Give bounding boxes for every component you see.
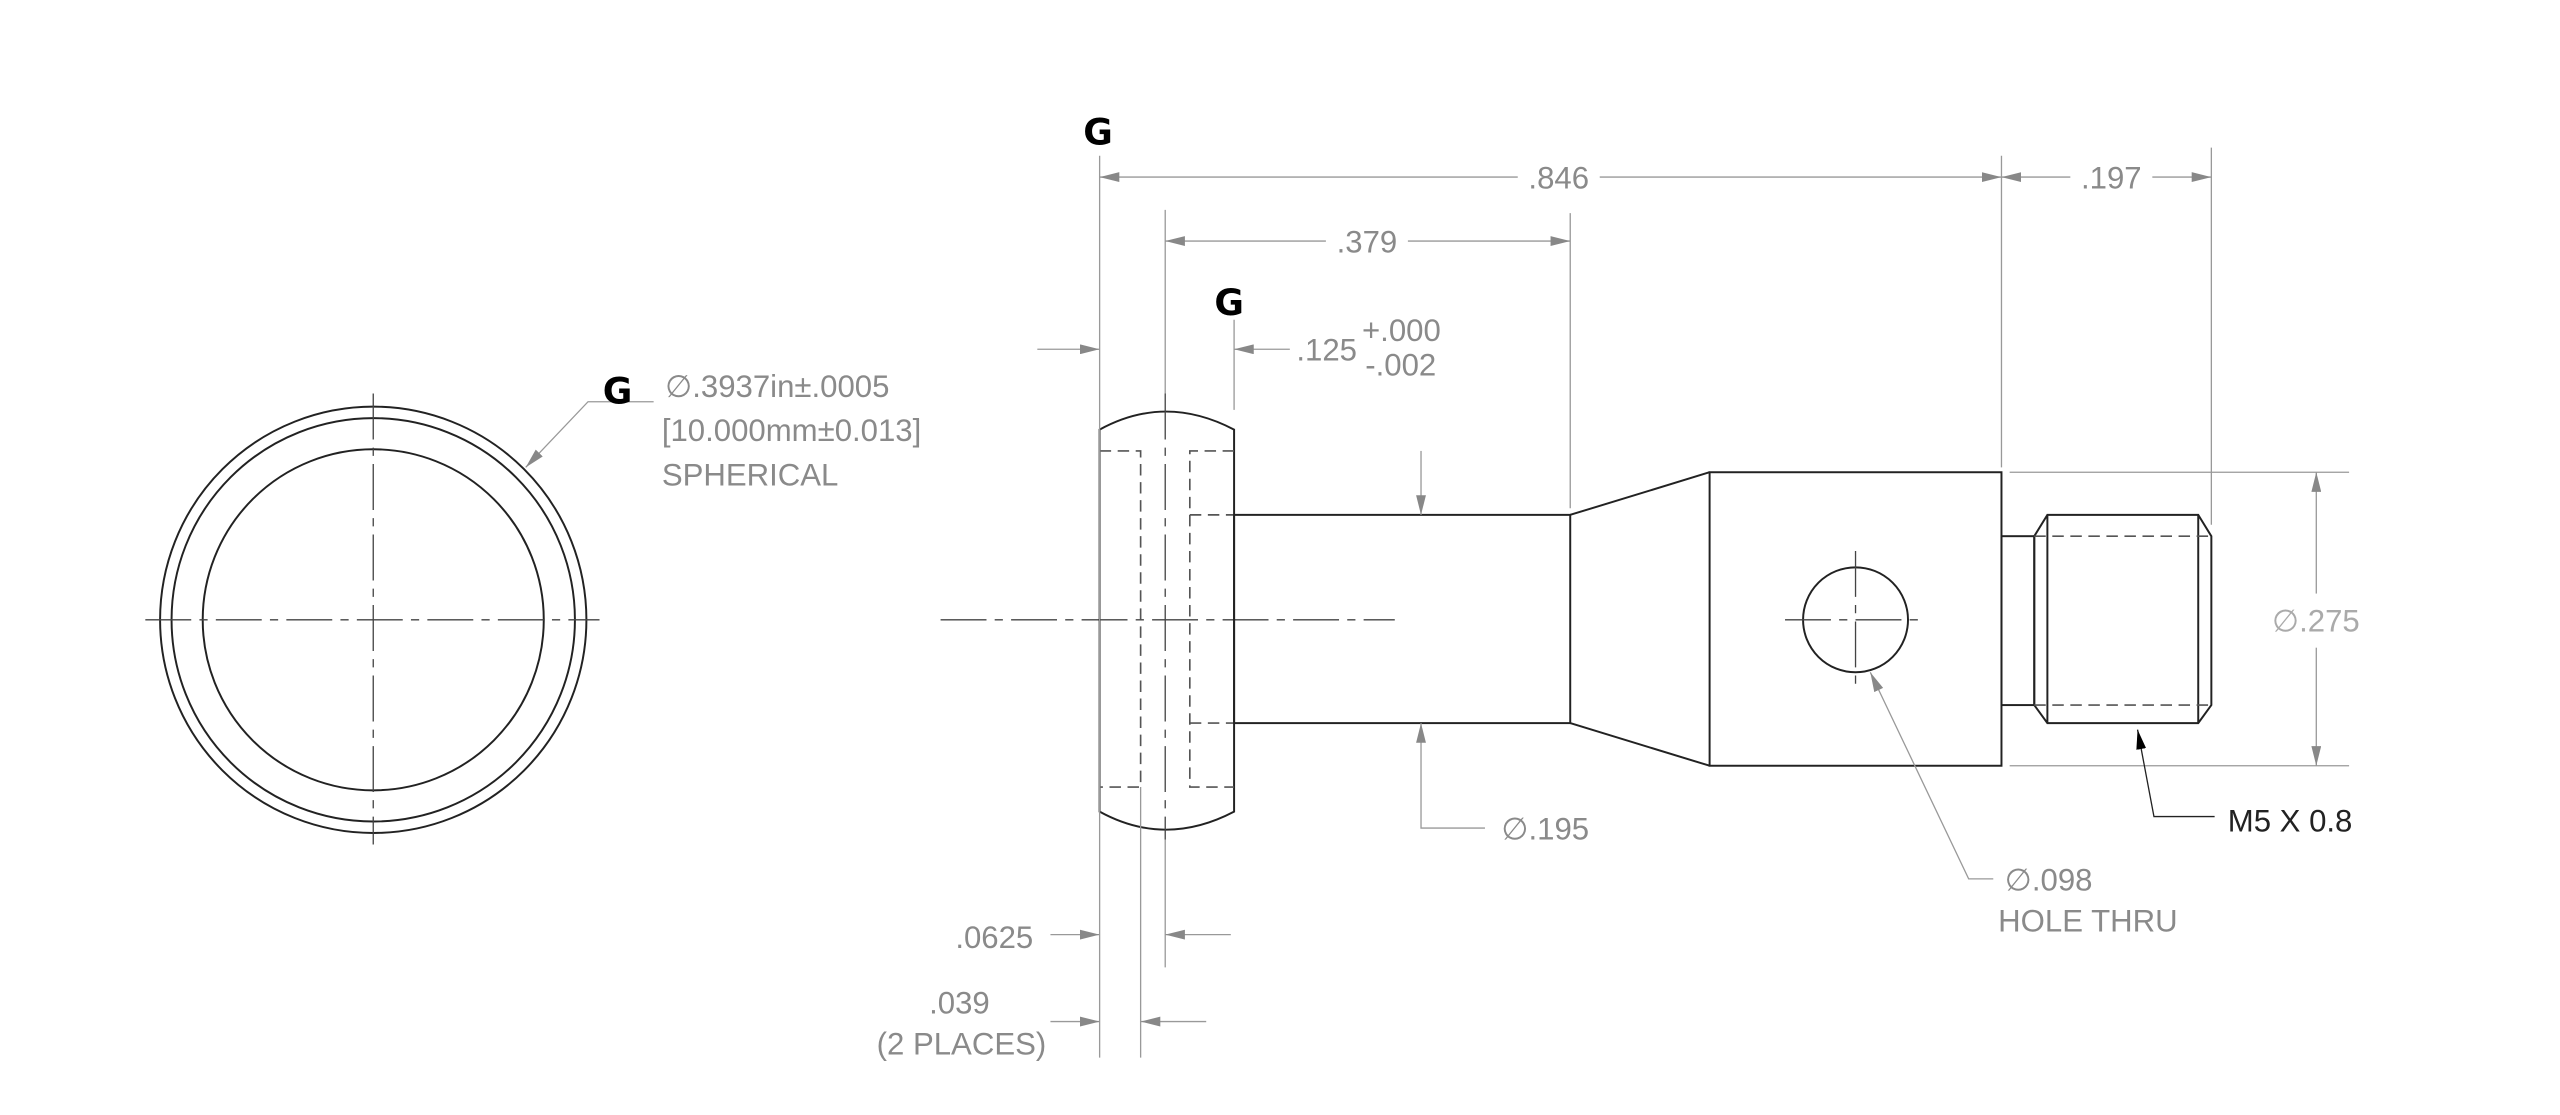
datum-g-marker: G	[1214, 282, 1244, 324]
extension-lines	[1098, 147, 2350, 1058]
thread-leader	[2136, 729, 2215, 818]
flange-upper-tolerance: +.000	[1362, 313, 1441, 348]
datum-g-marker: G	[603, 370, 633, 412]
groove-offset-dim: .0625	[955, 920, 1033, 955]
hidden-groove-right	[1188, 450, 1235, 788]
flange-to-taper-dim: .379	[1337, 225, 1398, 260]
end-view: G ∅.3937in±.0005 [10.000mm±0.013] SPHERI…	[145, 369, 921, 845]
thread-spec-callout: M5 X 0.8	[2228, 803, 2353, 838]
body-outline	[1708, 471, 2003, 767]
neck-outline	[2000, 535, 2036, 707]
groove-places-note: (2 PLACES)	[877, 1026, 1047, 1061]
shaft-diameter-dim: ∅.195	[1501, 812, 1589, 847]
groove-width-dim: .039	[929, 985, 990, 1020]
hole-diameter-callout: ∅.098	[2005, 862, 2093, 897]
flange-lower-tolerance: -.002	[1365, 347, 1436, 382]
overall-length-dim: .846	[1528, 161, 1589, 196]
shaft-outline	[1233, 513, 1572, 725]
flange-width-dim: .125	[1296, 333, 1357, 368]
datum-g-marker: G	[1083, 111, 1113, 153]
sphere-leader	[525, 401, 654, 468]
side-view: G G .846 .197 .379 .125 +.000 -.002 ∅.19…	[877, 111, 2360, 1061]
sphere-metric-callout: [10.000mm±0.013]	[662, 413, 921, 448]
spherical-note: SPHERICAL	[662, 457, 839, 492]
hole-leader	[1869, 671, 1994, 880]
thread-length-dim: .197	[2081, 161, 2142, 196]
hidden-groove-left	[1099, 450, 1142, 788]
hole-thru-note: HOLE THRU	[1998, 903, 2177, 938]
thread-outline	[2033, 513, 2213, 725]
dim-line	[1416, 723, 1485, 829]
taper-outline	[1569, 471, 1710, 767]
flange-outline	[1098, 410, 1236, 831]
body-diameter-dim: ∅.275	[2272, 603, 2360, 638]
sphere-diameter-callout: ∅.3937in±.0005	[665, 369, 889, 404]
